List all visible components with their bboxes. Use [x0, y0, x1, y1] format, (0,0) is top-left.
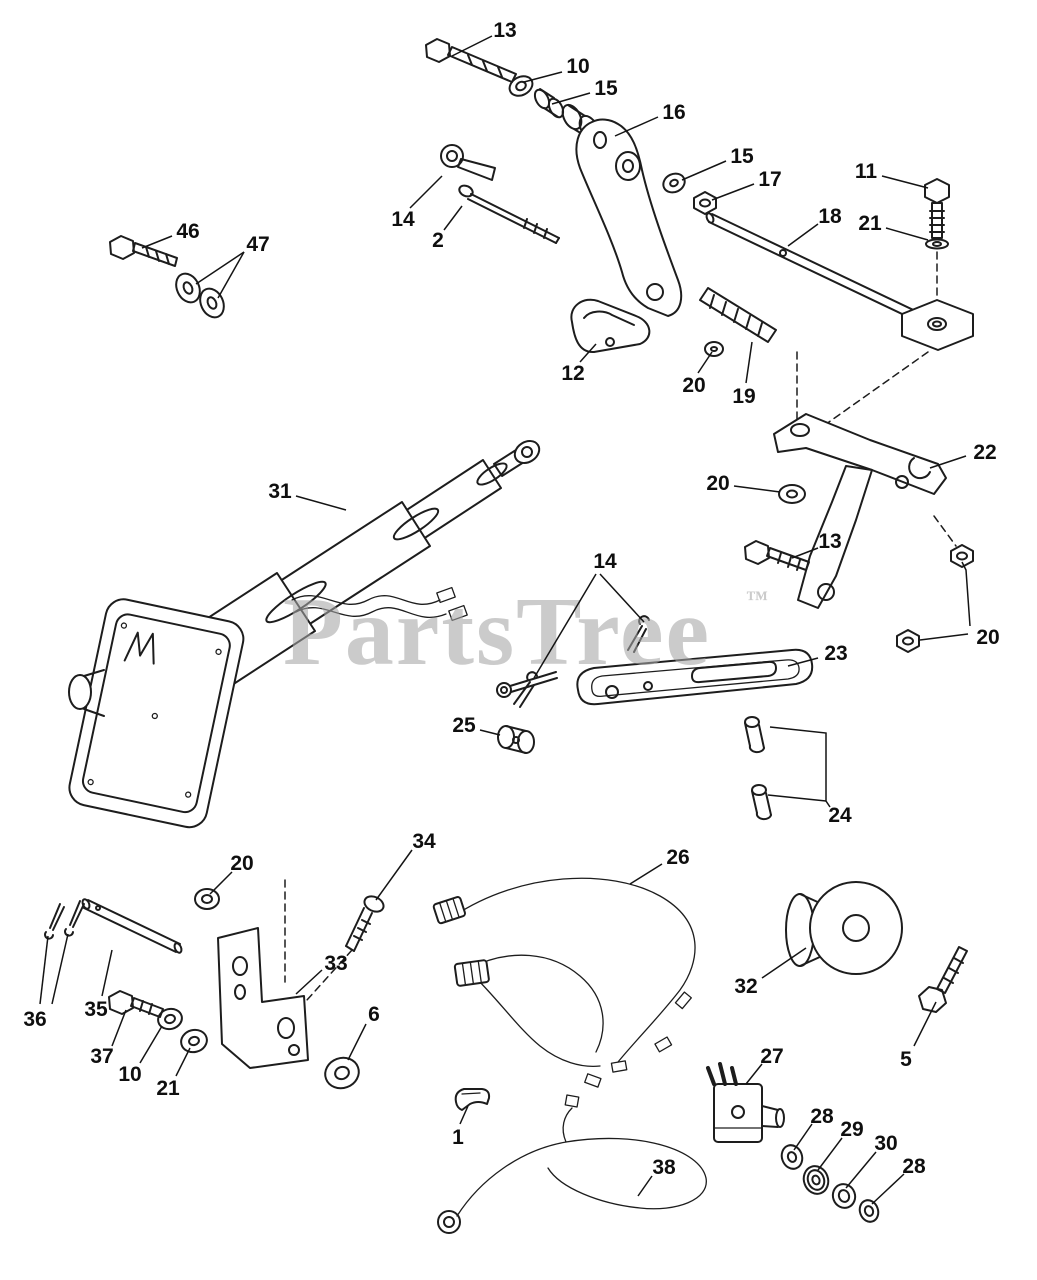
part-15-washer: [662, 172, 686, 194]
callout-12: 12: [561, 362, 584, 385]
callout-33: 33: [324, 952, 347, 975]
part-28-washer-b: [858, 1199, 880, 1223]
part-14-eyelet: [440, 144, 496, 181]
callout-16: 16: [662, 101, 685, 124]
part-24-pins: [744, 716, 772, 821]
part-13-bolt-top: [425, 38, 517, 83]
part-46-bolt: [109, 235, 178, 267]
callout-30: 30: [874, 1132, 897, 1155]
callout-21: 21: [858, 212, 882, 235]
callout-10: 10: [118, 1063, 141, 1086]
callout-labels: 13 10 15 16 15 17 11 18 21 14 2 46 47 12…: [23, 19, 999, 1179]
callout-6: 6: [368, 1003, 380, 1026]
callout-36: 36: [23, 1008, 46, 1031]
part-1-clip: [454, 1088, 491, 1111]
part-36-cotter-pins: [44, 900, 85, 940]
callout-28: 28: [810, 1105, 834, 1128]
callout-21: 21: [156, 1077, 180, 1100]
watermark: PartsTree ™: [283, 578, 768, 686]
callout-35: 35: [84, 998, 108, 1021]
part-19-spring-rod: [699, 287, 777, 343]
callout-18: 18: [818, 205, 842, 228]
part-17-nut: [693, 191, 717, 215]
part-26-wiring-harness: [432, 877, 696, 1088]
callout-24: 24: [828, 804, 852, 827]
diagram-line-art: [44, 38, 974, 1234]
callout-14: 14: [593, 550, 617, 573]
callout-19: 19: [732, 385, 755, 408]
part-22-bracket: [773, 413, 947, 609]
part-11-bolt: [924, 178, 950, 239]
callout-27: 27: [760, 1045, 783, 1068]
part-16-link-plate: [575, 118, 683, 317]
callout-11: 11: [855, 160, 878, 183]
part-20-nuts: [896, 515, 974, 653]
callout-23: 23: [824, 642, 847, 665]
part-37-bolt: [108, 990, 164, 1018]
part-38-ground-wire: [437, 1094, 707, 1234]
callout-47: 47: [246, 233, 269, 256]
part-27-switch: [706, 1062, 785, 1143]
part-5-bolt: [918, 946, 968, 1013]
callout-17: 17: [758, 168, 781, 191]
projection-line: [811, 351, 929, 435]
callout-46: 46: [176, 220, 199, 243]
callout-38: 38: [652, 1156, 676, 1179]
callout-20: 20: [706, 472, 729, 495]
callout-22: 22: [973, 441, 996, 464]
watermark-text: PartsTree: [283, 578, 711, 686]
part-28-washer-a: [780, 1144, 804, 1170]
part-31-actuator: [68, 440, 541, 829]
callout-20: 20: [682, 374, 705, 397]
callout-13: 13: [493, 19, 516, 42]
part-35-rod: [81, 898, 183, 954]
callout-15: 15: [594, 77, 618, 100]
part-12-bracket: [570, 298, 651, 354]
callout-28: 28: [902, 1155, 926, 1178]
part-10-washer-b: [157, 1007, 183, 1031]
part-20-washer-c: [194, 888, 220, 910]
part-20-washer-a: [704, 341, 724, 357]
leader-lines: [39, 35, 971, 1205]
callout-1: 1: [452, 1126, 464, 1149]
part-34-screw: [284, 879, 385, 1001]
part-10-washer-top: [508, 75, 534, 97]
callout-25: 25: [452, 714, 476, 737]
callout-14: 14: [391, 208, 415, 231]
part-21-washer-top: [925, 238, 949, 250]
callout-20: 20: [976, 626, 999, 649]
part-13-bolt-mid: [744, 540, 810, 571]
callout-29: 29: [840, 1118, 863, 1141]
callout-13: 13: [818, 530, 841, 553]
part-25-clamp: [497, 725, 535, 754]
part-23-slotted-plate: [576, 648, 814, 706]
callout-32: 32: [734, 975, 757, 998]
part-30-washer: [831, 1183, 857, 1209]
callout-31: 31: [268, 480, 292, 503]
part-29-washer: [802, 1165, 830, 1195]
callout-37: 37: [90, 1045, 113, 1068]
part-21-washer-b: [180, 1028, 208, 1054]
callout-20: 20: [230, 852, 253, 875]
callout-10: 10: [566, 55, 589, 78]
callout-5: 5: [900, 1048, 912, 1071]
callout-15: 15: [730, 145, 754, 168]
part-33-bracket: [217, 927, 309, 1069]
callout-34: 34: [412, 830, 436, 853]
callout-2: 2: [432, 229, 444, 252]
part-32-knob: [785, 881, 903, 975]
part-6-washer: [324, 1056, 360, 1090]
part-2-bolt: [458, 184, 560, 244]
part-20-washer-b: [778, 484, 806, 504]
watermark-tm-symbol: ™: [746, 586, 768, 611]
callout-26: 26: [666, 846, 689, 869]
anchor-plate: [901, 251, 974, 351]
part-14-cotter-pins: [496, 615, 650, 708]
